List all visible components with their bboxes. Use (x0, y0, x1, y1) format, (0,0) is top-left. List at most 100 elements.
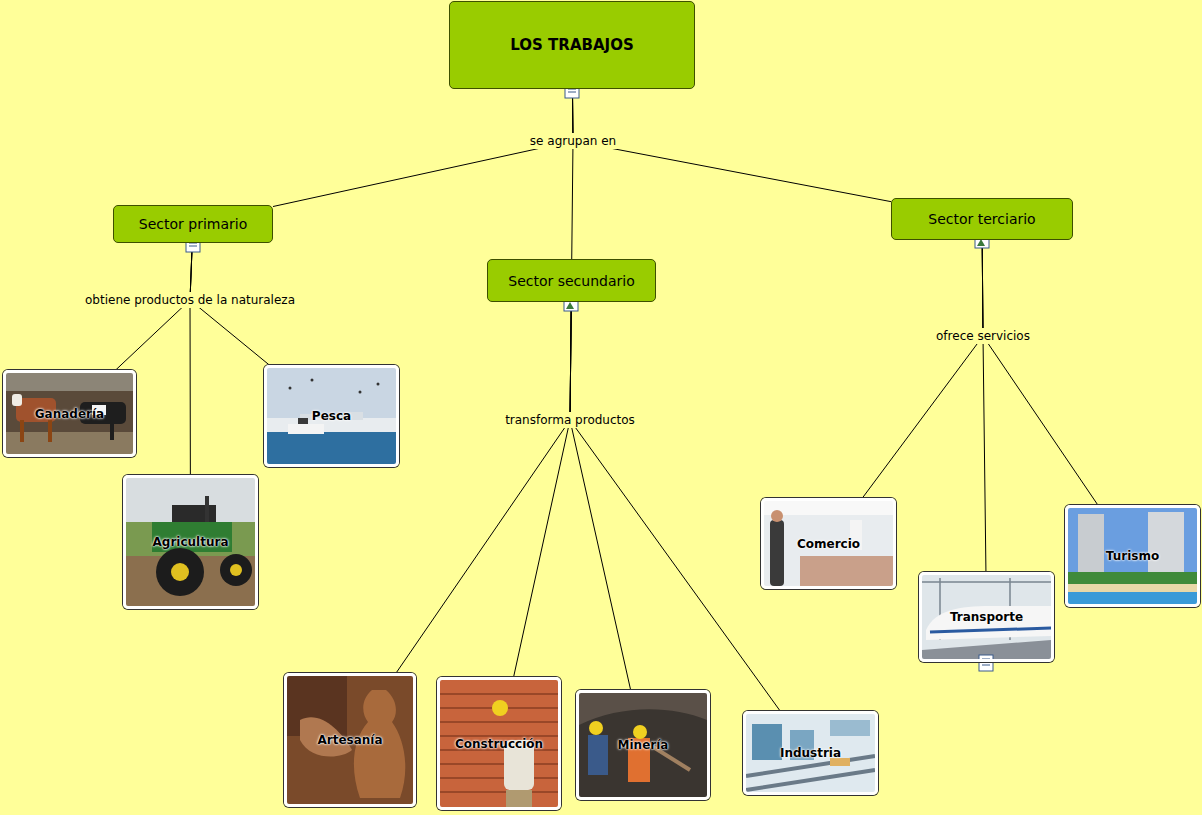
brick-wall (440, 680, 558, 807)
sea (267, 432, 396, 464)
gull (377, 383, 380, 386)
tractor-body (152, 522, 232, 552)
sky (1068, 508, 1197, 604)
connector (570, 302, 631, 690)
connector (570, 302, 780, 711)
linking-phrase: obtiene productos de la naturaleza (82, 292, 298, 308)
wheel-hub (230, 564, 242, 576)
node-label: Ganadería (35, 407, 104, 421)
tractor-wheel (156, 548, 204, 596)
connector (514, 302, 572, 677)
catenary (922, 578, 1051, 640)
cow-leg (110, 424, 114, 440)
rock (579, 693, 707, 725)
ceiling (764, 501, 893, 515)
node-label: Sector primario (139, 216, 247, 232)
connector-line (982, 240, 1098, 505)
tunnel (579, 693, 707, 797)
miner (588, 735, 608, 775)
train-stripe (930, 628, 1051, 632)
connector-line (190, 243, 192, 475)
beach (1068, 584, 1197, 592)
customer-head (771, 510, 783, 522)
connector (982, 240, 1098, 505)
machine (830, 720, 870, 736)
note-icon (979, 655, 993, 671)
gull (311, 379, 314, 382)
barn-roof (6, 373, 133, 391)
connector (190, 243, 192, 475)
connector (862, 240, 983, 498)
node-label: Transporte (950, 610, 1023, 624)
tourism-photo (1068, 508, 1197, 604)
workshop (287, 676, 413, 804)
boat-cabin (298, 418, 308, 424)
tower (1148, 512, 1184, 580)
concept-box: Sector terciario (891, 198, 1073, 240)
gull (289, 387, 292, 390)
sea (1068, 592, 1197, 604)
icon-mountain (977, 239, 985, 246)
connector-line (572, 89, 891, 202)
photo-card: Artesanía (284, 673, 416, 807)
conveyor (746, 756, 875, 790)
node-label: Agricultura (153, 535, 229, 549)
cow-leg (20, 420, 24, 442)
linking-phrase: se agrupan en (527, 133, 619, 149)
photo-card: Industria (743, 711, 878, 795)
photo-card: Ganadería (3, 370, 136, 457)
node-label: LOS TRABAJOS (510, 36, 633, 54)
node-label: Industria (780, 746, 841, 760)
connector (572, 89, 891, 202)
helmet (633, 725, 647, 739)
icon-frame (979, 655, 993, 671)
tower (1078, 514, 1104, 580)
market-hall (764, 501, 893, 586)
helmet (492, 700, 508, 716)
wheel-hub (171, 563, 189, 581)
photo-card: Construcción (437, 677, 561, 810)
connector-line (396, 302, 571, 673)
boat (288, 424, 324, 434)
machine (752, 724, 782, 760)
exhaust (205, 496, 209, 522)
train-photo (922, 575, 1051, 659)
factory-photo (746, 714, 875, 792)
connector-line (570, 302, 780, 711)
concept-box: Sector secundario (487, 259, 656, 302)
photo-card: Pesca (264, 365, 399, 467)
photo-card: Comercio (761, 498, 896, 589)
photo-card: Agricultura (123, 475, 258, 609)
sky (126, 478, 255, 606)
node-label: Comercio (797, 537, 860, 551)
train (926, 606, 1051, 640)
fish-counter (800, 556, 893, 586)
linking-phrase: transforma productos (502, 412, 638, 428)
palms (1068, 572, 1197, 584)
node-label: Artesanía (317, 733, 382, 747)
photo-card: Minería (576, 690, 710, 800)
sky (922, 575, 1051, 659)
barn-wall (6, 373, 133, 454)
cow-leg (48, 420, 52, 442)
factory-hall (746, 714, 875, 792)
node-label: Construcción (455, 737, 543, 751)
concept-box: Sector primario (113, 205, 273, 243)
mining-photo (579, 693, 707, 797)
helmet (589, 721, 603, 735)
node-label: Turismo (1106, 549, 1159, 563)
connector-line (862, 240, 983, 498)
mortar-lines (440, 694, 558, 792)
node-label: Sector terciario (928, 211, 1035, 227)
sky (267, 368, 396, 464)
customer (770, 520, 784, 586)
worker-trousers (506, 790, 532, 807)
node-label: Sector secundario (508, 273, 635, 289)
node-label: Minería (618, 738, 669, 752)
tractor-photo (126, 478, 255, 606)
cattle-photo (6, 373, 133, 454)
photo-card: Turismo (1065, 505, 1200, 607)
tractor-wheel (220, 554, 252, 586)
construction-photo (440, 680, 558, 807)
topic-box: LOS TRABAJOS (449, 1, 695, 89)
